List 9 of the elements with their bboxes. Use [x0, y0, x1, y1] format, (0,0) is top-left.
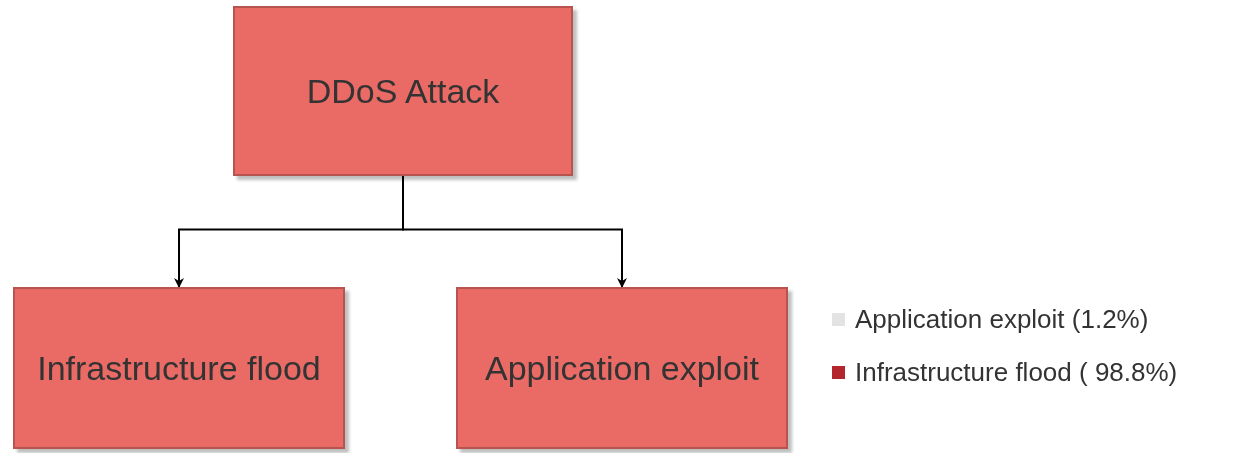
process-box [13, 287, 345, 449]
legend-label: Infrastructure flood ( 98.8%) [855, 356, 1178, 389]
process-box [233, 6, 573, 176]
connector-arrow [402, 175, 627, 288]
legend-label: Application exploit (1.2%) [855, 303, 1149, 336]
process-box [456, 287, 788, 449]
box-label: Application exploit [484, 348, 760, 389]
box-label: DDoS Attack [306, 71, 500, 112]
box-label: Infrastructure flood [37, 348, 321, 389]
